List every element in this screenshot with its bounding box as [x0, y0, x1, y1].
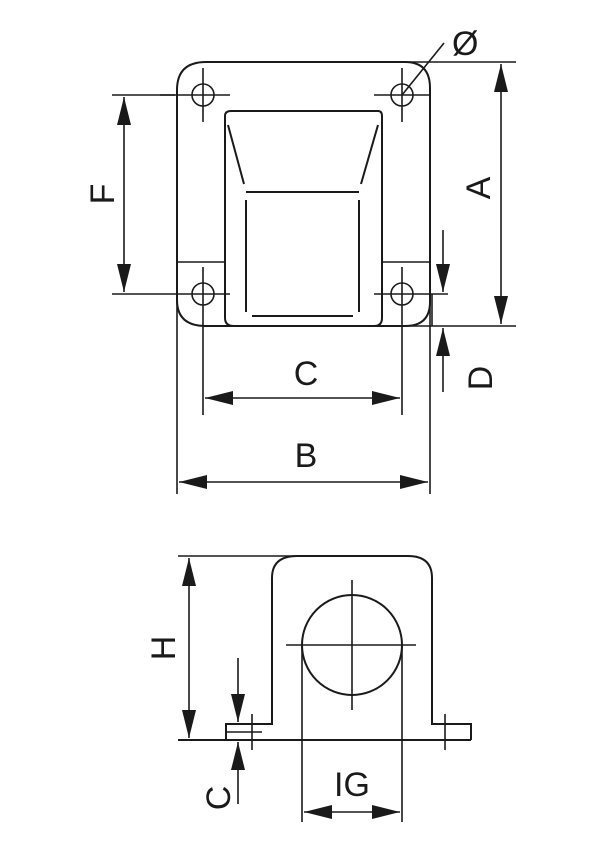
dimension-ig: IG [301, 645, 403, 822]
bore-circle [286, 580, 416, 710]
label-h: H [145, 636, 183, 661]
raised-body-outline [224, 110, 383, 327]
top-view: Ø A F D [84, 25, 516, 494]
taper-line-right [360, 124, 379, 185]
dimension-f: F [84, 94, 175, 292]
taper-line-left [227, 124, 245, 185]
side-body-outline [225, 555, 472, 740]
base-plate-outline [176, 61, 431, 327]
label-c-top: C [294, 355, 319, 393]
diameter-leader [401, 42, 445, 96]
label-diameter: Ø [452, 25, 478, 63]
dimension-b: B [176, 300, 431, 494]
dimension-a: A [405, 61, 516, 327]
dimension-c-side: C [200, 658, 245, 810]
dimension-c-top: C [205, 355, 400, 405]
label-c-side: C [200, 786, 238, 811]
label-b: B [295, 437, 318, 475]
mounting-hole-bottom-left [112, 267, 230, 415]
mounting-hole-bottom-right [374, 267, 448, 415]
dimension-h: H [145, 555, 297, 738]
dimension-d: D [431, 230, 500, 392]
label-a: A [460, 176, 498, 199]
label-d: D [462, 366, 500, 391]
label-f: F [84, 184, 122, 205]
label-ig: IG [334, 766, 370, 804]
side-view: H C IG [145, 555, 472, 822]
